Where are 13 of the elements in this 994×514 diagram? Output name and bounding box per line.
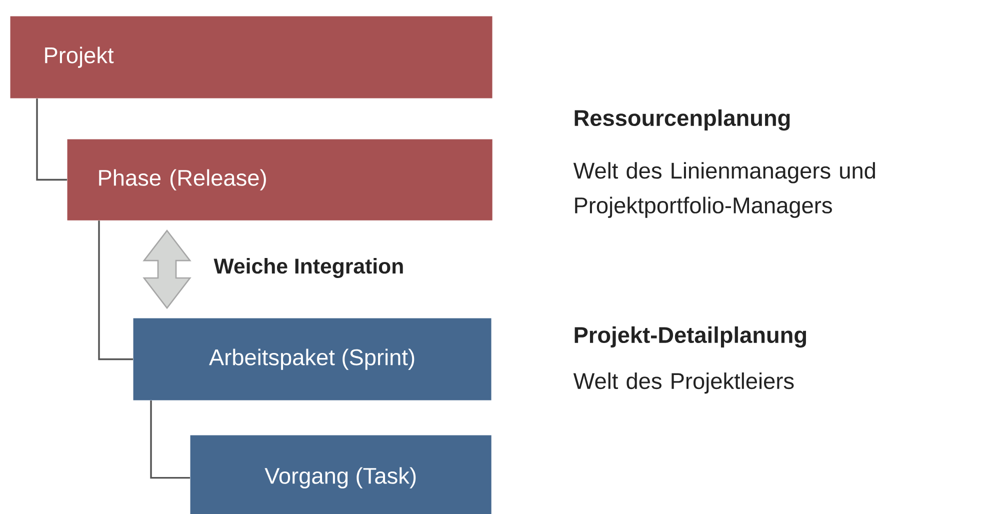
description-text: Welt des Projektleiers [573,372,794,394]
hierarchy-box: Arbeitspaket (Sprint) [133,318,492,400]
double-arrow [142,230,192,310]
hierarchy-box: Projekt [10,16,492,98]
hierarchy-box: Vorgang (Task) [190,435,492,514]
hierarchy-box: Phase (Release) [67,139,492,220]
connector-line [98,220,133,360]
section-heading: Projekt-Detailplanung [574,326,806,348]
connector-line [150,400,190,479]
connector-line [36,98,67,181]
edge-label: Weiche Integration [214,258,403,278]
section-heading: Ressourcenplanung [574,109,790,131]
description-text: Welt des Linienmanagers und Projektportfolio-Managers [573,162,875,218]
